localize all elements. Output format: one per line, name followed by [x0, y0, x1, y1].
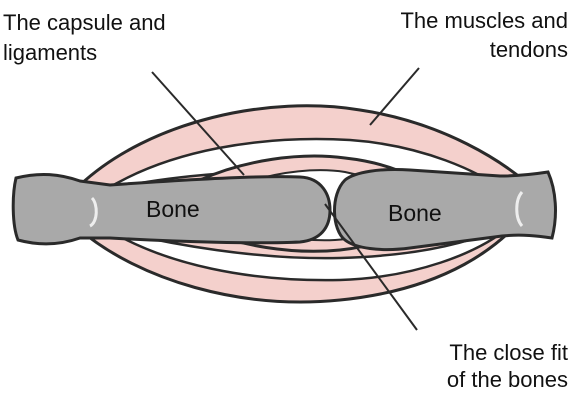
bone-label-right: Bone [388, 200, 442, 226]
label-closefit-line2: of the bones [447, 367, 568, 393]
bone-label-left: Bone [146, 196, 200, 222]
label-muscles-line1: The muscles and [400, 8, 568, 34]
label-capsule-line1: The capsule and [3, 10, 166, 36]
label-capsule-line2: ligaments [3, 40, 97, 66]
label-closefit-line1: The close fit [449, 340, 568, 366]
label-muscles-line2: tendons [490, 37, 568, 63]
right-bone [334, 169, 555, 249]
